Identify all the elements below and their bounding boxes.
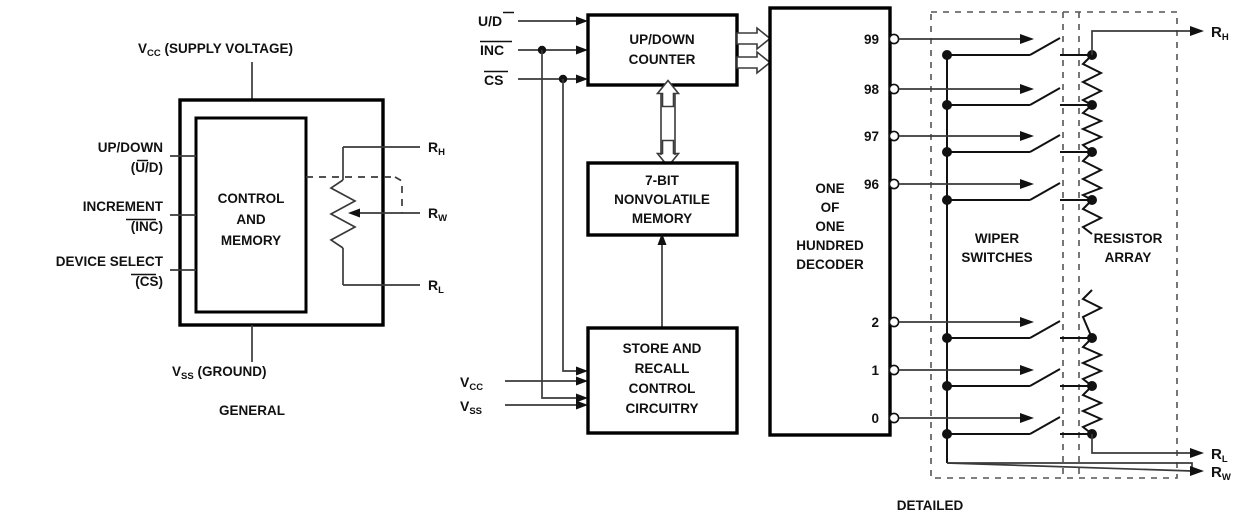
- vcc-supply-label: VCC (SUPPLY VOLTAGE): [138, 41, 293, 59]
- rw-output-wire: [946, 462, 1204, 476]
- decoder-tap-row-99: 99: [864, 32, 1092, 60]
- resistor-ladder: [1080, 50, 1104, 439]
- device-select-label-line2: (CS): [135, 274, 163, 289]
- decoder-tap-label-0: 0: [871, 411, 879, 426]
- decoder-tap-label-99: 99: [864, 32, 879, 47]
- control-and-memory-label-3: MEMORY: [221, 233, 281, 248]
- up-down-input-arrow: [576, 16, 588, 26]
- store-label-1: STORE AND: [623, 341, 702, 356]
- potentiometer-symbol: [306, 146, 420, 286]
- general-terminal-rl: RL: [428, 277, 444, 296]
- counter-label-1: UP/DOWN: [629, 32, 694, 47]
- store-recall-block: [586, 326, 739, 435]
- decoder-pin-bubble-0: [888, 412, 900, 424]
- decoder-label-5: DECODER: [796, 257, 864, 272]
- decoder-pin-bubble-1: [888, 364, 900, 376]
- store-label-2: RECALL: [635, 361, 690, 376]
- detailed-input-increment: INC: [480, 42, 504, 58]
- increment-input-arrow: [576, 45, 588, 55]
- detailed-input-chip-select: CS: [484, 72, 503, 88]
- increment-label-line2: (INC): [131, 219, 163, 234]
- vcc-input-arrow: [576, 376, 588, 386]
- decoder-label-3: ONE: [815, 219, 844, 234]
- memory-label-3: MEMORY: [632, 211, 692, 226]
- wiper-switches-label-1: WIPER: [975, 231, 1020, 246]
- control-link-corner: [394, 176, 403, 213]
- increment-overbar-text: INC: [135, 219, 159, 234]
- decoder-tap-label-97: 97: [864, 129, 879, 144]
- general-caption: GENERAL: [219, 403, 285, 418]
- detailed-caption: DETAILED: [897, 498, 964, 513]
- decoder-label-2: OF: [821, 200, 840, 215]
- wiper-arrowhead: [348, 208, 360, 218]
- decoder-tap-row-97: 97: [864, 129, 1092, 157]
- detailed-vcc-label: VCC: [460, 374, 483, 393]
- rh-output-wire: [1091, 26, 1204, 55]
- decoder-pin-bubble-96: [888, 178, 900, 190]
- decoder-tap-row-0: 0: [871, 411, 1092, 439]
- decoder-tap-row-1: 1: [871, 363, 1092, 391]
- decoder-label-4: HUNDRED: [796, 238, 864, 253]
- decoder-label-1: ONE: [815, 181, 844, 196]
- decoder-pin-bubble-99: [888, 33, 900, 45]
- detailed-diagram: U/D INC CS VCC VSS: [460, 6, 1231, 513]
- decoder-tap-row-96: 96: [864, 177, 1092, 205]
- decoder-tap-label-98: 98: [864, 82, 880, 97]
- decoder-tap-label-2: 2: [871, 315, 879, 330]
- decoder-pin-bubble-98: [888, 83, 900, 95]
- increment-branch: [537, 45, 588, 403]
- general-diagram: VCC (SUPPLY VOLTAGE) CONTROL AND MEMORY …: [56, 41, 447, 418]
- detailed-input-up-down: U/D: [478, 13, 502, 29]
- memory-label-1: 7-BIT: [645, 173, 680, 188]
- chip-select-input-arrow: [576, 74, 588, 84]
- chip-select-branch: [558, 74, 588, 376]
- control-and-memory-block: [194, 116, 308, 314]
- up-down-counter-block: [586, 13, 739, 87]
- memory-label-2: NONVOLATILE: [614, 192, 710, 207]
- up-down-overbar-text: D: [149, 160, 159, 175]
- up-down-label-line1: UP/DOWN: [98, 140, 163, 155]
- decoder-pin-bubble-97: [888, 130, 900, 142]
- general-terminal-rw: RW: [428, 205, 447, 224]
- store-to-memory-wire: [657, 233, 667, 328]
- resistor-array-label-1: RESISTOR: [1094, 231, 1163, 246]
- nonvolatile-memory-block: [586, 161, 739, 237]
- general-terminal-rh: RH: [428, 139, 445, 158]
- wiper-switches-label-2: SWITCHES: [961, 250, 1032, 265]
- control-and-memory-label-1: CONTROL: [218, 191, 285, 206]
- decoder-tap-label-96: 96: [864, 177, 880, 192]
- up-down-label-line2: (U/D): [131, 160, 163, 175]
- decoder-tap-label-1: 1: [871, 363, 879, 378]
- counter-to-decoder-bus: [736, 26, 772, 75]
- store-label-3: CONTROL: [629, 381, 696, 396]
- increment-label-line1: INCREMENT: [83, 199, 164, 214]
- device-select-overbar-text: CS: [140, 274, 159, 289]
- device-select-label-line1: DEVICE SELECT: [56, 254, 164, 269]
- decoder-pin-bubble-2: [888, 316, 900, 328]
- detailed-vss-label: VSS: [460, 398, 482, 417]
- store-label-4: CIRCUITRY: [626, 401, 699, 416]
- vss-input-arrow: [576, 400, 588, 410]
- detailed-output-rh: RH: [1211, 24, 1229, 43]
- rl-output-wire: [1091, 434, 1204, 458]
- detailed-output-rl: RL: [1211, 446, 1228, 465]
- decoder-tap-row-98: 98: [864, 82, 1092, 110]
- counter-label-2: COUNTER: [629, 52, 696, 67]
- vss-ground-label: VSS (GROUND): [172, 364, 266, 382]
- decoder-tap-row-2: 2: [871, 315, 1092, 343]
- counter-memory-bus: [655, 79, 681, 168]
- resistor-array-label-2: ARRAY: [1105, 250, 1152, 265]
- detailed-output-rw: RW: [1211, 464, 1231, 483]
- outer-dashed-enclosure: [930, 11, 1178, 479]
- one-of-one-hundred-decoder-block: [768, 6, 892, 437]
- control-and-memory-label-2: AND: [236, 212, 265, 227]
